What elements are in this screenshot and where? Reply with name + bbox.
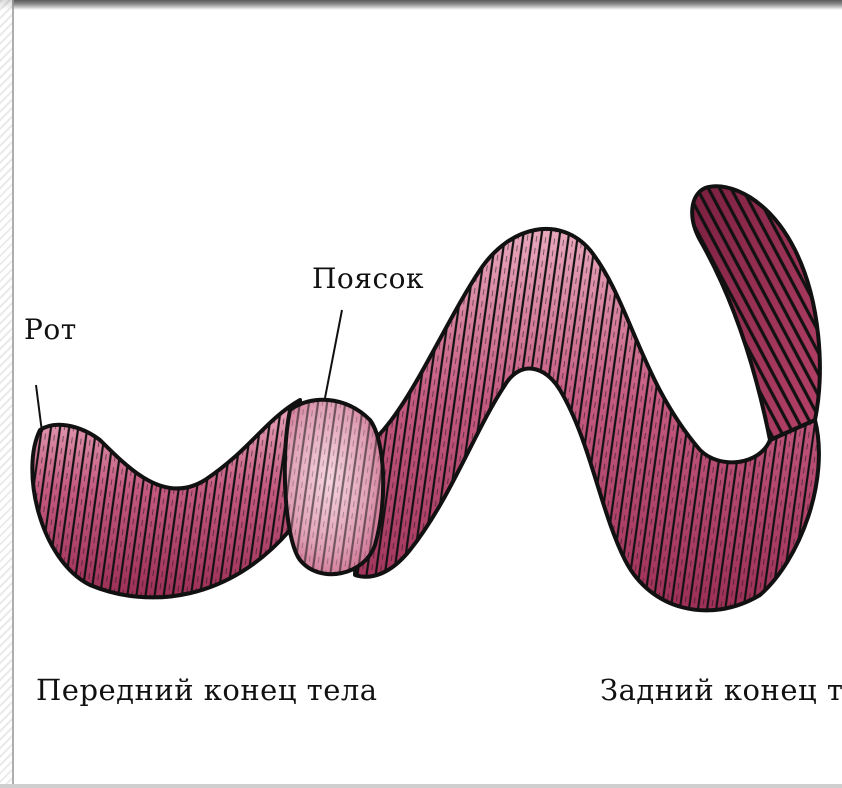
mouth-label: Рот [24,313,77,346]
worm-tail [692,186,820,440]
clitellum-label: Поясок [312,262,424,295]
rear-end-label: Задний конец тела [600,673,842,707]
clitellum-band [285,400,383,574]
mouth-pointer-line [36,385,42,432]
clitellum-pointer-line [325,310,342,398]
front-end-label: Передний конец тела [36,673,378,707]
worm-front-body [32,400,300,597]
